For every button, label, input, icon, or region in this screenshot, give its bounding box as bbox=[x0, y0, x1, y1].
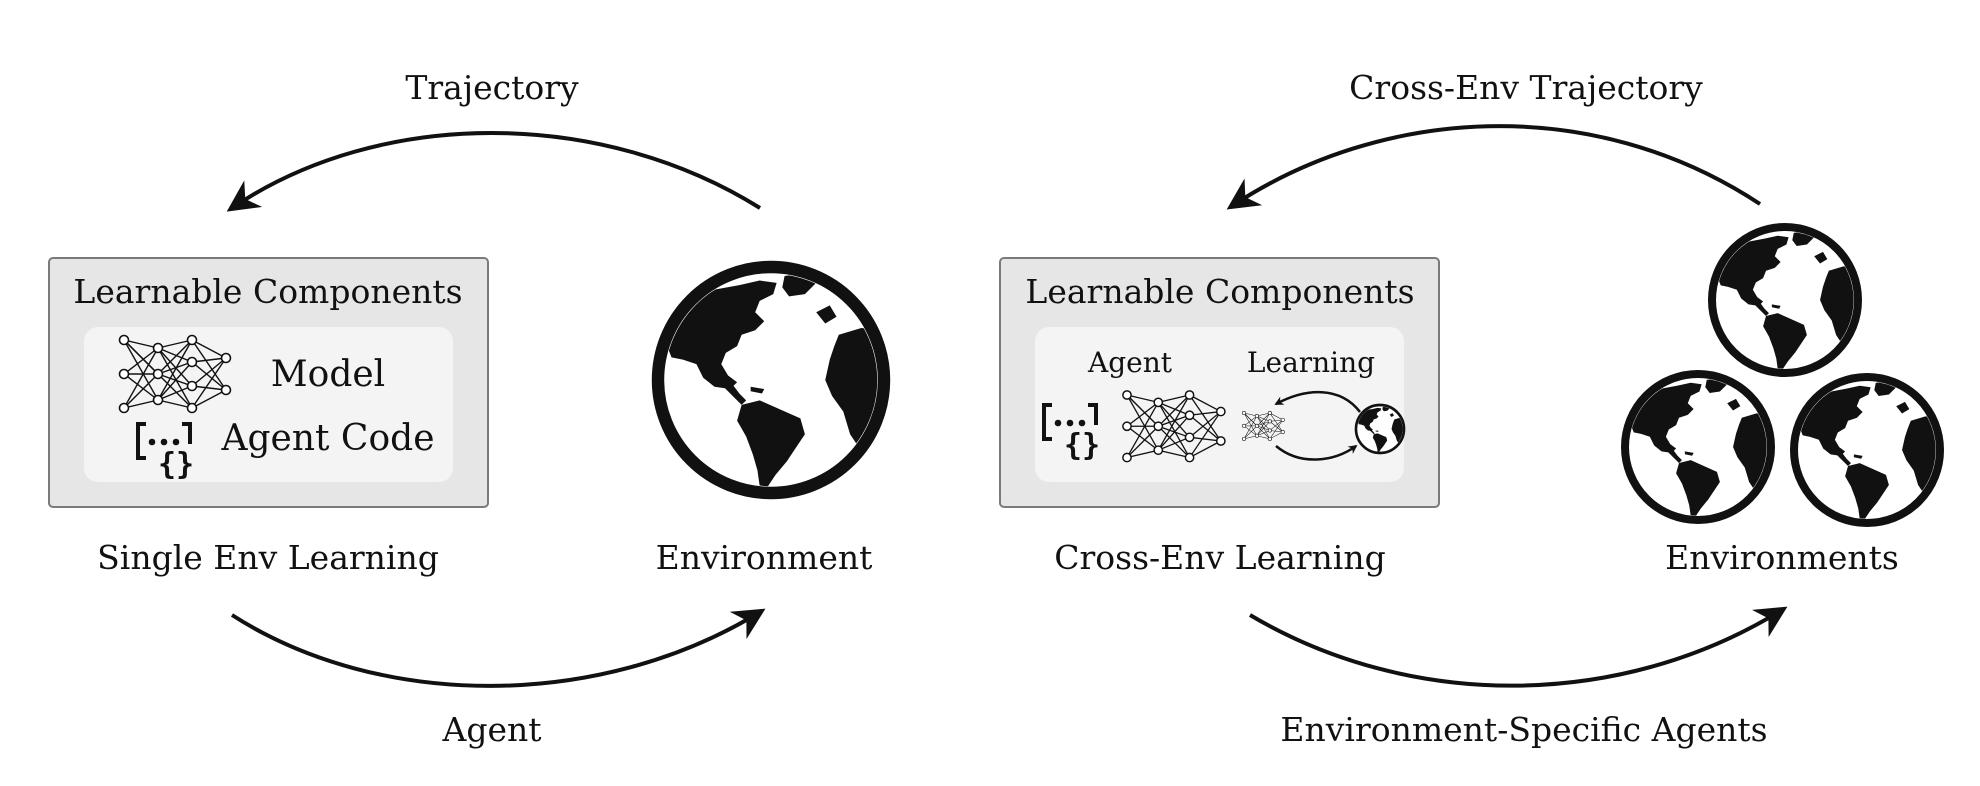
trajectory-arrow bbox=[226, 131, 762, 212]
components-inner-panel bbox=[1035, 327, 1404, 482]
agent-code-label: Agent Code bbox=[220, 418, 434, 459]
cross-env-trajectory-arrow bbox=[1226, 124, 1762, 210]
left-panel: Trajectory Learnable Components Model Ag… bbox=[48, 68, 884, 749]
box-title: Learnable Components bbox=[1025, 272, 1414, 311]
cycle-arrow-icon bbox=[1274, 390, 1361, 413]
globe-icon bbox=[1712, 227, 1858, 373]
environment-specific-agents-label: Environment-Specific Agents bbox=[1280, 710, 1767, 749]
environment-label: Environment bbox=[656, 538, 873, 577]
learning-sub-label: Learning bbox=[1247, 346, 1375, 379]
environment-specific-agents-arrow bbox=[1248, 606, 1788, 688]
environments-label: Environments bbox=[1665, 538, 1899, 577]
agent-label: Agent bbox=[442, 710, 542, 749]
model-label: Model bbox=[271, 354, 385, 395]
globe-icon bbox=[658, 267, 884, 493]
agent-arrow bbox=[230, 608, 766, 688]
right-panel: Cross-Env Trajectory Learnable Component… bbox=[999, 68, 1940, 749]
globe-icon bbox=[1794, 377, 1940, 523]
globe-icon bbox=[1625, 374, 1771, 520]
cross-env-trajectory-label: Cross-Env Trajectory bbox=[1349, 68, 1703, 107]
trajectory-label: Trajectory bbox=[405, 68, 579, 107]
small-globe-icon bbox=[1356, 405, 1404, 453]
single-env-learning-label: Single Env Learning bbox=[97, 538, 439, 577]
cross-env-learning-label: Cross-Env Learning bbox=[1054, 538, 1385, 577]
agent-sub-label: Agent bbox=[1087, 346, 1173, 379]
cycle-arrow-icon bbox=[1275, 444, 1358, 461]
box-title: Learnable Components bbox=[73, 272, 462, 311]
